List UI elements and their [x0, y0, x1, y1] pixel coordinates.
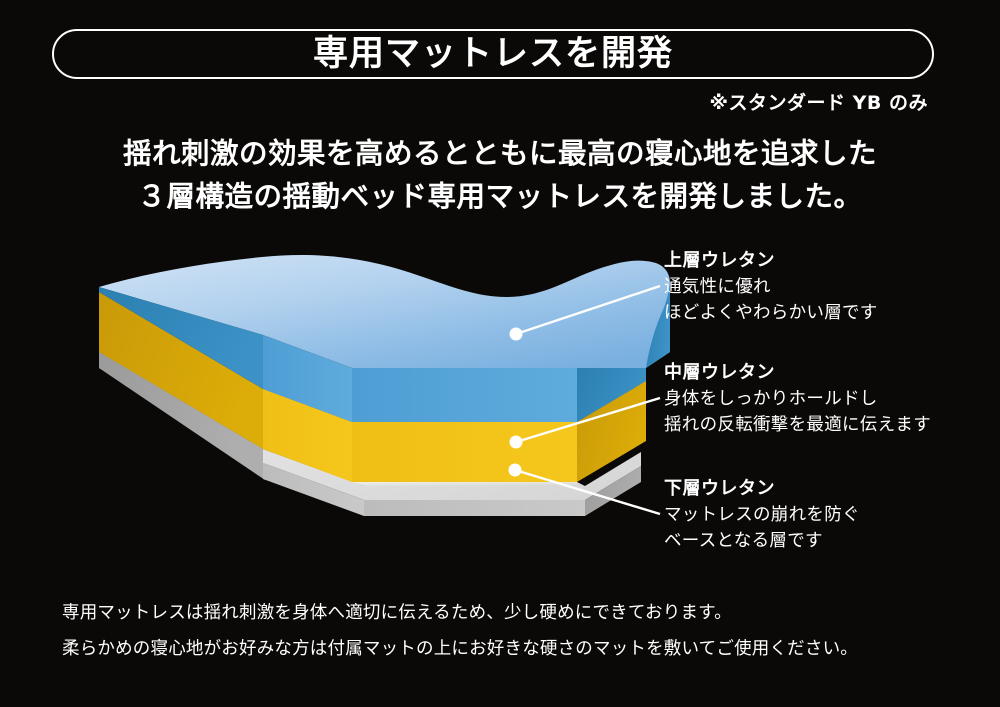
headline-line-1: 揺れ刺激の効果を高めるとともに最高の寝心地を追求した	[122, 137, 877, 170]
leader-line-upper	[515, 284, 661, 336]
callout-upper-urethane: 上層ウレタン 通気性に優れ ほどよくやわらかい層です	[664, 248, 878, 326]
layer-middle-urethane	[99, 292, 646, 486]
layer-upper-urethane	[99, 254, 670, 422]
callout-lower-urethane: 下層ウレタン マットレスの崩れを防ぐ ベースとなる層です	[664, 476, 860, 554]
leader-dot-upper	[509, 327, 523, 341]
leader-line-lower	[514, 468, 661, 516]
headline: 揺れ刺激の効果を高めるとともに最高の寝心地を追求した ３層構造の揺動ベッド専用マ…	[0, 132, 1000, 218]
footer-line-2: 柔らかめの寝心地がお好みな方は付属マットの上にお好きな硬さのマットを敷いてご使用…	[62, 639, 858, 659]
callout-upper-line-2: ほどよくやわらかい層です	[664, 303, 878, 323]
footer-note: 専用マットレスは揺れ刺激を身体へ適切に伝えるため、少し硬めにできております。 柔…	[62, 595, 942, 667]
leader-dot-middle	[509, 435, 523, 449]
callout-middle-line-1: 身体をしっかりホールドし	[664, 389, 878, 409]
layer-lower-urethane	[99, 352, 641, 516]
callout-lower-line-1: マットレスの崩れを防ぐ	[664, 505, 860, 525]
footer-line-1: 専用マットレスは揺れ刺激を身体へ適切に伝えるため、少し硬めにできております。	[62, 603, 732, 623]
callout-lower-line-2: ベースとなる層です	[664, 531, 823, 551]
callout-upper-line-1: 通気性に優れ	[664, 277, 771, 297]
callout-lower-title: 下層ウレタン	[664, 478, 775, 499]
page-title: 専用マットレスを開発	[312, 33, 673, 74]
leader-dots	[508, 327, 523, 477]
headline-line-2: ３層構造の揺動ベッド専用マットレスを開発しました。	[137, 180, 863, 213]
model-note: ※スタンダード YB のみ	[709, 92, 928, 114]
leader-line-middle	[515, 396, 661, 444]
leader-lines	[514, 284, 661, 516]
title-frame: 専用マットレスを開発	[52, 29, 934, 79]
callout-middle-urethane: 中層ウレタン 身体をしっかりホールドし 揺れの反転衝撃を最適に伝えます	[664, 360, 931, 438]
callout-middle-line-2: 揺れの反転衝撃を最適に伝えます	[664, 415, 931, 435]
leader-dot-lower	[508, 463, 522, 477]
callout-middle-title: 中層ウレタン	[664, 362, 775, 383]
callout-upper-title: 上層ウレタン	[664, 250, 775, 271]
